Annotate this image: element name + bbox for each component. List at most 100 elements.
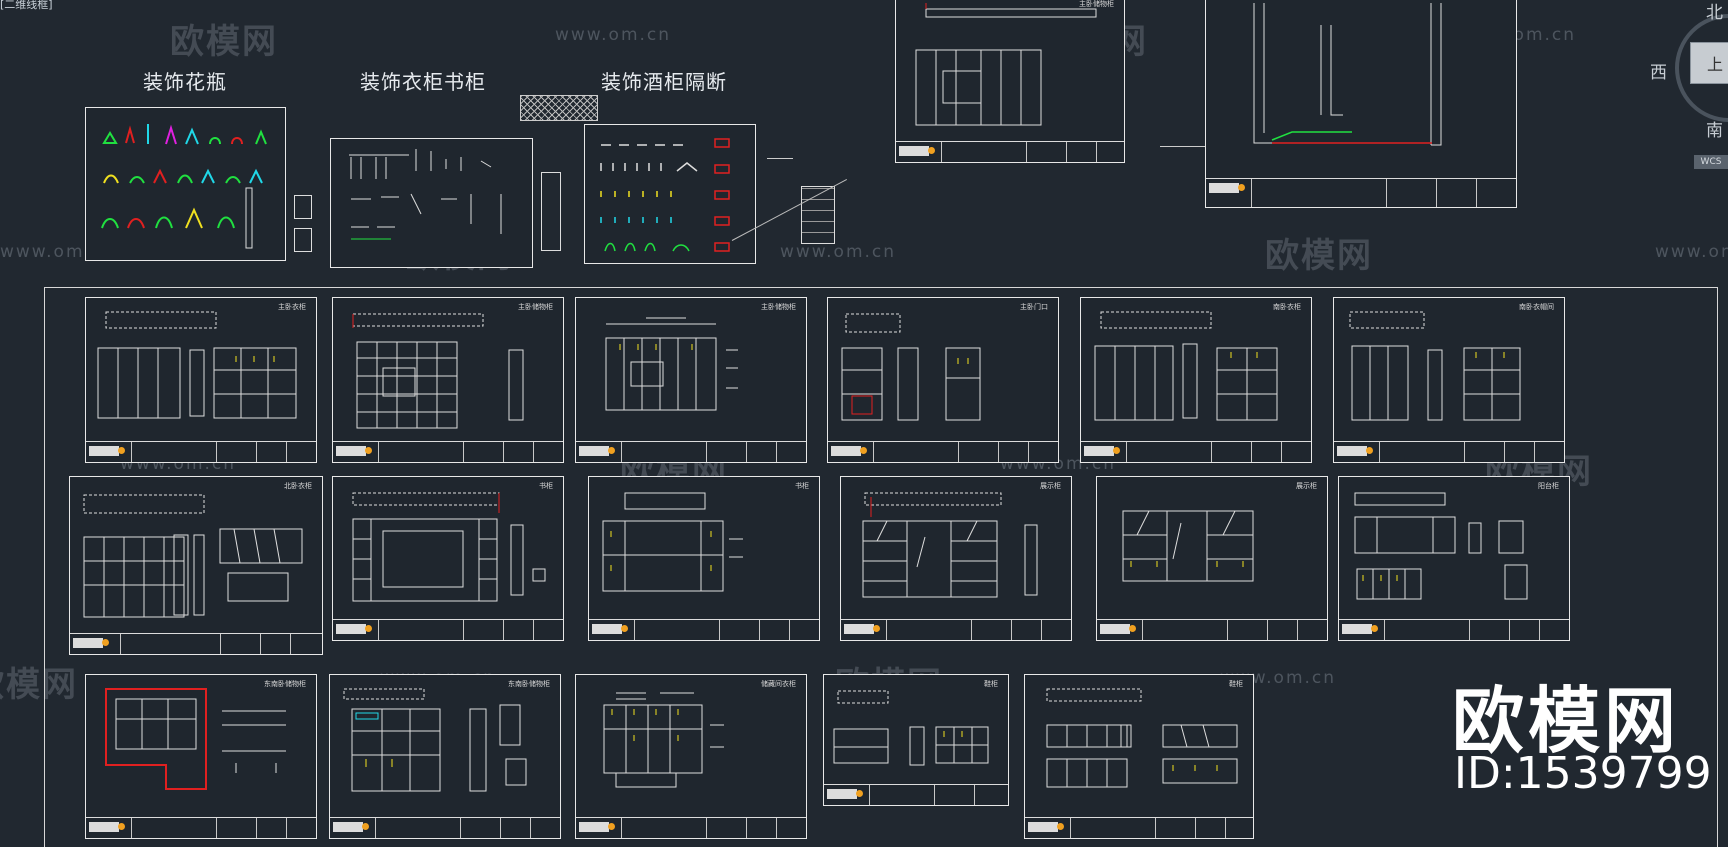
sheet-drawing: [862, 492, 1038, 598]
title-block: [333, 441, 563, 462]
drawing-sheet[interactable]: 主卧衣柜: [85, 297, 317, 463]
drawing-sheet[interactable]: [1205, 0, 1517, 208]
leader-line: [767, 158, 793, 161]
sheet-drawing: [1122, 510, 1254, 582]
title-block-logo: [592, 624, 628, 634]
sheet-drawing: [352, 492, 546, 602]
leader-line: [1160, 146, 1205, 147]
title-block-logo: [831, 446, 867, 456]
sheet-drawing: [97, 311, 297, 419]
title-block: [589, 619, 819, 640]
sheet-drawing: [833, 690, 989, 766]
drawing-sheet[interactable]: 南卧衣柜: [1080, 297, 1312, 463]
title-block: [1097, 619, 1327, 640]
title-block-logo: [336, 446, 372, 456]
sheet-title: 南卧衣帽间: [1519, 303, 1554, 311]
watermark-logo: 欧模网: [1265, 236, 1373, 276]
title-block-logo: [89, 822, 125, 832]
drawing-sheet[interactable]: 储藏间衣柜: [575, 674, 807, 839]
view-cube[interactable]: 上: [1690, 42, 1728, 84]
title-block-logo: [1028, 822, 1064, 832]
block-library-vases[interactable]: [85, 107, 286, 261]
drawing-sheet[interactable]: 书柜: [588, 476, 820, 641]
drawing-sheet[interactable]: 展示柜: [840, 476, 1072, 641]
title-block: [333, 619, 563, 640]
wardrobe-symbols: [349, 149, 502, 240]
sheet-drawing: [1349, 311, 1521, 421]
drawing-sheet[interactable]: 东南卧储物柜: [85, 674, 317, 839]
view-cube-top-face: 上: [1707, 55, 1724, 74]
door-symbol-small[interactable]: [294, 228, 312, 252]
sheet-drawing: [603, 692, 724, 788]
sheet-drawing: [1354, 492, 1528, 600]
sheet-title: 主卧储物柜: [518, 303, 553, 311]
block-library-wine-partition[interactable]: [584, 124, 756, 264]
sheet-drawing: [105, 688, 286, 790]
library-label-wine-partition: 装饰酒柜隔断: [601, 70, 727, 94]
drawing-sheet[interactable]: 鞋柜: [1024, 674, 1254, 839]
sheet-title: 东南卧储物柜: [264, 680, 306, 688]
sheet-title: 展示柜: [1296, 482, 1317, 490]
sheet-drawing: [1046, 688, 1238, 788]
hatch-pattern-block[interactable]: [520, 95, 598, 121]
sheet-title: 储藏间衣柜: [761, 680, 796, 688]
watermark-url: www.om.cn: [1655, 242, 1728, 262]
block-library-wardrobes[interactable]: [330, 138, 533, 268]
title-block: [896, 141, 1124, 162]
drawing-sheet[interactable]: 南卧衣帽间: [1333, 297, 1565, 463]
title-block: [824, 784, 1008, 805]
brand-stamp-id: ID:1539799: [1454, 748, 1712, 799]
sheet-title: 鞋柜: [1229, 680, 1243, 688]
title-block: [86, 441, 316, 462]
title-block: [86, 817, 316, 838]
sheet-title: 主卧衣柜: [278, 303, 306, 311]
title-block-logo: [844, 624, 880, 634]
drawing-frame[interactable]: [44, 287, 1718, 847]
title-block-logo: [89, 446, 125, 456]
title-block-logo: [336, 624, 372, 634]
sheet-title: 阳台柜: [1538, 482, 1559, 490]
sheet-drawing: [1253, 3, 1442, 146]
title-block-logo: [73, 638, 109, 648]
watermark-url: www.om.cn: [555, 25, 672, 45]
drawing-sheet[interactable]: 东南卧储物柜: [329, 674, 561, 839]
sheet-title: 书柜: [539, 482, 553, 490]
title-block-logo: [1342, 624, 1378, 634]
cabinet-detail-small[interactable]: [801, 186, 835, 244]
drawing-sheet[interactable]: 书柜: [332, 476, 564, 641]
sheet-title: 展示柜: [1040, 482, 1061, 490]
drawing-sheet[interactable]: 主卧门口: [827, 297, 1059, 463]
viewport-corner-label[interactable]: [二维线框]: [0, 0, 53, 11]
title-block-logo: [579, 822, 615, 832]
sheet-title: 主卧门口: [1020, 303, 1048, 311]
drawing-sheet[interactable]: 鞋柜: [823, 674, 1009, 806]
wardrobe-elevation-small[interactable]: [541, 172, 561, 251]
title-block-logo: [899, 146, 935, 156]
sheet-title: 鞋柜: [984, 680, 998, 688]
title-block: [1339, 619, 1569, 640]
drawing-sheet[interactable]: 北卧衣柜: [69, 476, 323, 655]
title-block-logo: [1337, 446, 1373, 456]
drawing-sheet[interactable]: 主卧储物柜: [575, 297, 807, 463]
drawing-sheet[interactable]: 阳台柜: [1338, 476, 1570, 641]
vase-symbols: [101, 124, 267, 249]
watermark-logo: 欧模网: [0, 665, 78, 705]
door-symbol-small[interactable]: [294, 195, 312, 219]
sheet-drawing: [352, 313, 524, 429]
wcs-menu[interactable]: WCS: [1694, 155, 1728, 169]
compass-west[interactable]: 西: [1650, 63, 1667, 83]
compass-north[interactable]: 北: [1706, 3, 1723, 23]
sheet-drawing: [915, 3, 1097, 126]
sheet-drawing: [841, 313, 981, 421]
sheet-drawing: [605, 317, 738, 411]
title-block-logo: [579, 446, 615, 456]
title-block: [1206, 178, 1516, 207]
drawing-sheet[interactable]: 展示柜: [1096, 476, 1328, 641]
wine-symbols: [600, 138, 730, 252]
drawing-sheet[interactable]: 主卧储物柜: [895, 0, 1125, 163]
title-block: [1081, 441, 1311, 462]
title-block: [576, 817, 806, 838]
compass-south[interactable]: 南: [1706, 121, 1723, 141]
drawing-sheet[interactable]: 主卧储物柜: [332, 297, 564, 463]
